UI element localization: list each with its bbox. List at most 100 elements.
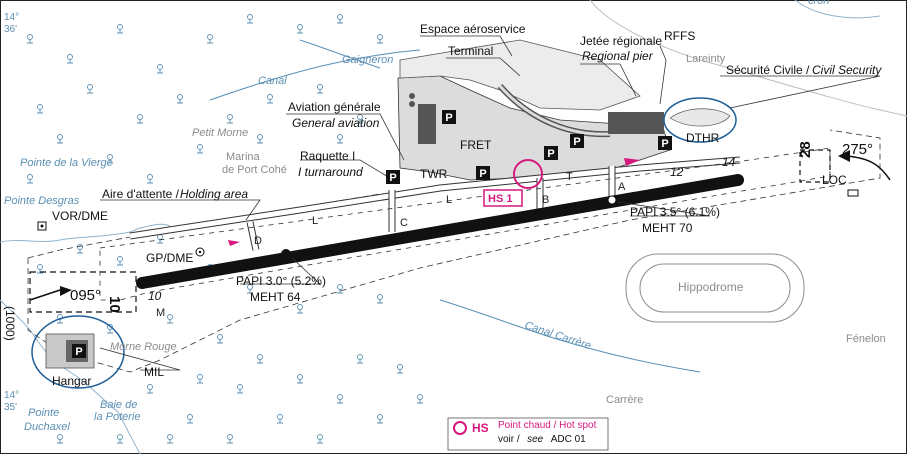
label-jetee: Jetée régionale: [580, 34, 662, 48]
hotspot-circle: [513, 159, 543, 189]
wetland-mark-stem: [147, 180, 153, 184]
taxiway-d: D: [254, 235, 262, 247]
wetland-mark-stem: [337, 290, 343, 294]
legend-hs: HS: [472, 421, 489, 435]
canal-carrere-line: [439, 299, 701, 373]
taxiway-c: C: [400, 217, 408, 229]
civil-security-apron: [669, 108, 731, 127]
rffs-building: [608, 112, 664, 134]
wetland-mark-stem: [157, 70, 163, 74]
label-dthr: DTHR: [686, 131, 720, 145]
label-papi-10: PAPI 3.0° (5.2%): [236, 274, 326, 288]
label-end-10: 10: [148, 289, 162, 303]
wetland-mark-stem: [377, 420, 383, 424]
wetland-mark-stem: [157, 240, 163, 244]
svg-text:P: P: [661, 138, 668, 150]
label-holding-area: Holding area: [180, 187, 248, 201]
label-securite-civile: Sécurité Civile /: [726, 63, 810, 77]
label-dist-12: 12: [670, 165, 684, 179]
gaigneron-line: [299, 39, 381, 69]
wetland-mark-stem: [57, 440, 63, 444]
wetland-mark-stem: [297, 380, 303, 384]
wetland-mark-stem: [137, 120, 143, 124]
wetland-mark-stem: [237, 390, 243, 394]
hotspot-badge: [483, 189, 523, 207]
wetland-mark: [187, 414, 193, 420]
taxiway-t: T: [566, 171, 573, 183]
place-pointe: Pointe: [28, 407, 59, 419]
wetland-mark-stem: [397, 370, 403, 374]
parking-4: P: [658, 136, 672, 150]
label-aviation-generale: Aviation générale: [288, 100, 381, 114]
wetland-mark-stem: [57, 140, 63, 144]
wetland-mark-stem: [107, 330, 113, 334]
wetland-mark: [27, 174, 33, 180]
wetland-mark-stem: [197, 380, 203, 384]
wetland-mark: [267, 94, 273, 100]
wetland-mark-stem: [337, 20, 343, 24]
wetland-mark-stem: [227, 120, 233, 124]
wetland-mark: [227, 434, 233, 440]
wetland-mark: [87, 84, 93, 90]
label-papi-28: PAPI 3.5° (6.1%): [630, 205, 720, 219]
taxiway-b: B: [542, 194, 549, 206]
wetland-mark-stem: [377, 300, 383, 304]
label-qfu-275: 275°: [842, 141, 873, 158]
wetland-mark: [397, 364, 403, 370]
legend-line2b: see: [527, 434, 544, 445]
shoreline-west: [0, 223, 171, 243]
wetland-mark-stem: [77, 250, 83, 254]
wetland-mark-stem: [247, 20, 253, 24]
label-hangar: Hangar: [52, 374, 91, 388]
wetland-mark-stem: [67, 60, 73, 64]
wetland-mark-stem: [377, 40, 383, 44]
wetland-mark: [57, 434, 63, 440]
wetland-mark-stem: [117, 262, 123, 266]
wetland-mark: [207, 34, 213, 40]
arrow-275-line: [845, 155, 891, 181]
wetland-mark-stem: [357, 360, 363, 364]
terminal-landside: [399, 39, 641, 111]
wetland-symbols: [27, 14, 423, 444]
pink-flag-east: [624, 158, 640, 166]
wetland-mark: [277, 414, 283, 420]
wetland-mark-stem: [257, 360, 263, 364]
wetland-mark-stem: [57, 320, 63, 324]
gp-dme-symbol: [195, 247, 205, 257]
wetland-mark: [357, 114, 363, 120]
place-lareinty: Lareinty: [686, 53, 726, 65]
wetland-mark-stem: [277, 420, 283, 424]
wetland-mark-stem: [357, 120, 363, 124]
legend-line2c: ADC 01: [551, 434, 586, 445]
wetland-mark: [317, 434, 323, 440]
parking-6: P: [476, 166, 490, 180]
label-terminal: Terminal: [448, 44, 493, 58]
svg-text:P: P: [389, 172, 396, 184]
wetland-mark-stem: [147, 390, 153, 394]
label-hs1: HS 1: [488, 193, 512, 205]
label-end-28: 14: [722, 155, 736, 169]
label-rwy-10: 10: [106, 296, 123, 313]
wetland-mark-stem: [117, 440, 123, 444]
wetland-mark: [337, 394, 343, 400]
place-la-poterie: la Poterie: [94, 411, 140, 423]
label-i-turnaround: I turnaround: [298, 165, 363, 179]
svg-text:P: P: [479, 168, 486, 180]
parking-5: P: [386, 170, 400, 184]
legend-box: [447, 417, 609, 451]
taxiway-m: M: [156, 307, 165, 319]
label-raquette: Raquette I: [300, 149, 355, 163]
parking-markers: P P P P P P P: [72, 110, 672, 358]
leader-lines: [99, 35, 881, 371]
wetland-mark: [377, 294, 383, 300]
svg-text:P: P: [573, 136, 580, 148]
place-marina: Marina: [226, 151, 261, 163]
label-dist-1000: (1000): [3, 306, 17, 341]
label-mil: MIL: [144, 365, 164, 379]
parking-1: P: [442, 110, 456, 124]
legend-line1: Point chaud / Hot spot: [498, 420, 597, 431]
legend-line2a: voir /: [498, 434, 520, 445]
stream-ne: [794, 0, 881, 19]
taxiway-parallel: [129, 157, 741, 239]
